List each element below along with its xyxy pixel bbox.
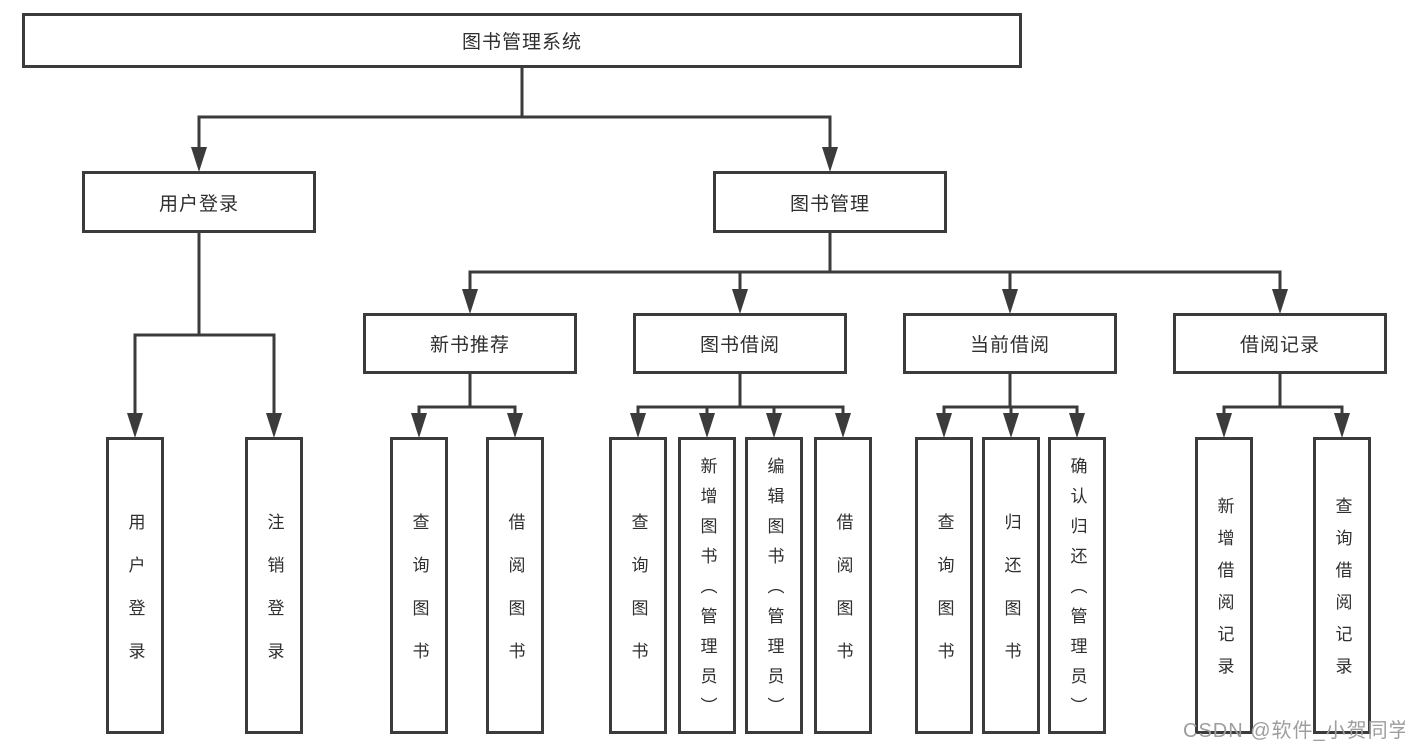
node-label: 新增图书（管理员） xyxy=(697,457,717,727)
leaf-return-book: 归还图书 xyxy=(982,437,1040,734)
node-book-borrowing: 图书借阅 xyxy=(633,313,847,374)
node-label: 查询借阅记录 xyxy=(1332,497,1352,689)
arrow-down-icon xyxy=(127,413,143,438)
node-new-book-recommendation: 新书推荐 xyxy=(363,313,577,374)
arrow-down-icon xyxy=(699,413,715,438)
leaf-query-borrow-record: 查询借阅记录 xyxy=(1313,437,1371,734)
arrow-down-icon xyxy=(936,413,952,438)
node-label: 新增借阅记录 xyxy=(1214,497,1234,689)
edge-new-book-to-leaves xyxy=(417,374,517,416)
arrow-down-icon xyxy=(462,289,478,314)
arrowhead-icons xyxy=(127,147,1350,438)
arrow-down-icon xyxy=(1216,413,1232,438)
leaf-confirm-return-admin: 确认归还（管理员） xyxy=(1048,437,1106,734)
node-label: 图书借阅 xyxy=(699,335,780,356)
arrow-down-icon xyxy=(191,147,207,172)
arrow-down-icon xyxy=(630,413,646,438)
node-label: 归还图书 xyxy=(1001,512,1021,685)
arrow-down-icon xyxy=(1003,413,1019,438)
arrow-down-icon xyxy=(1334,413,1350,438)
leaf-user-login: 用户登录 xyxy=(106,437,164,734)
leaf-borrow-books-recommend: 借阅图书 xyxy=(486,437,544,734)
node-label: 图书管理 xyxy=(789,193,870,215)
csdn-watermark: CSDN @软件_小贺同学 xyxy=(1183,720,1405,742)
node-current-borrowing: 当前借阅 xyxy=(903,313,1117,374)
node-user-login: 用户登录 xyxy=(82,171,316,233)
node-label: 用户登录 xyxy=(158,193,239,215)
node-label: 借阅图书 xyxy=(833,512,853,685)
arrow-down-icon xyxy=(766,413,782,438)
node-label: 借阅记录 xyxy=(1239,335,1320,356)
arrow-down-icon xyxy=(411,413,427,438)
node-label: 查询图书 xyxy=(628,512,648,685)
node-label: 图书管理系统 xyxy=(461,32,582,53)
edge-book-borrow-to-leaves xyxy=(636,374,845,416)
edge-book-mgmt-to-level3 xyxy=(468,233,1282,292)
node-label: 用户登录 xyxy=(125,512,145,685)
edge-root-to-level2 xyxy=(197,66,832,150)
node-borrowing-records: 借阅记录 xyxy=(1173,313,1387,374)
arrow-down-icon xyxy=(1002,289,1018,314)
node-label: 当前借阅 xyxy=(969,335,1050,356)
arrow-down-icon xyxy=(507,413,523,438)
arrow-down-icon xyxy=(1272,289,1288,314)
arrow-down-icon xyxy=(1069,413,1085,438)
arrow-down-icon xyxy=(835,413,851,438)
node-library-management-system: 图书管理系统 xyxy=(22,13,1022,68)
leaf-query-books-borrow: 查询图书 xyxy=(609,437,667,734)
arrow-down-icon xyxy=(822,147,838,172)
leaf-query-books-recommend: 查询图书 xyxy=(390,437,448,734)
tree-edges xyxy=(133,66,1344,416)
node-book-management: 图书管理 xyxy=(713,171,947,233)
node-label: 查询图书 xyxy=(934,512,954,685)
edge-borrow-record-to-leaves xyxy=(1222,374,1344,416)
node-label: 借阅图书 xyxy=(505,512,525,685)
node-label: 查询图书 xyxy=(409,512,429,685)
leaf-logout: 注销登录 xyxy=(245,437,303,734)
arrow-down-icon xyxy=(732,289,748,314)
node-label: 注销登录 xyxy=(264,512,284,685)
leaf-borrow-books: 借阅图书 xyxy=(814,437,872,734)
node-label: 编辑图书（管理员） xyxy=(764,457,784,727)
leaf-edit-book-admin: 编辑图书（管理员） xyxy=(745,437,803,734)
edge-user-login-to-leaves xyxy=(133,233,276,416)
leaf-add-book-admin: 新增图书（管理员） xyxy=(678,437,736,734)
leaf-add-borrow-record: 新增借阅记录 xyxy=(1195,437,1253,734)
edge-current-borrow-to-leaves xyxy=(942,374,1079,416)
node-label: 新书推荐 xyxy=(429,335,510,356)
leaf-query-books-current: 查询图书 xyxy=(915,437,973,734)
arrow-down-icon xyxy=(266,413,282,438)
node-label: 确认归还（管理员） xyxy=(1067,457,1087,727)
